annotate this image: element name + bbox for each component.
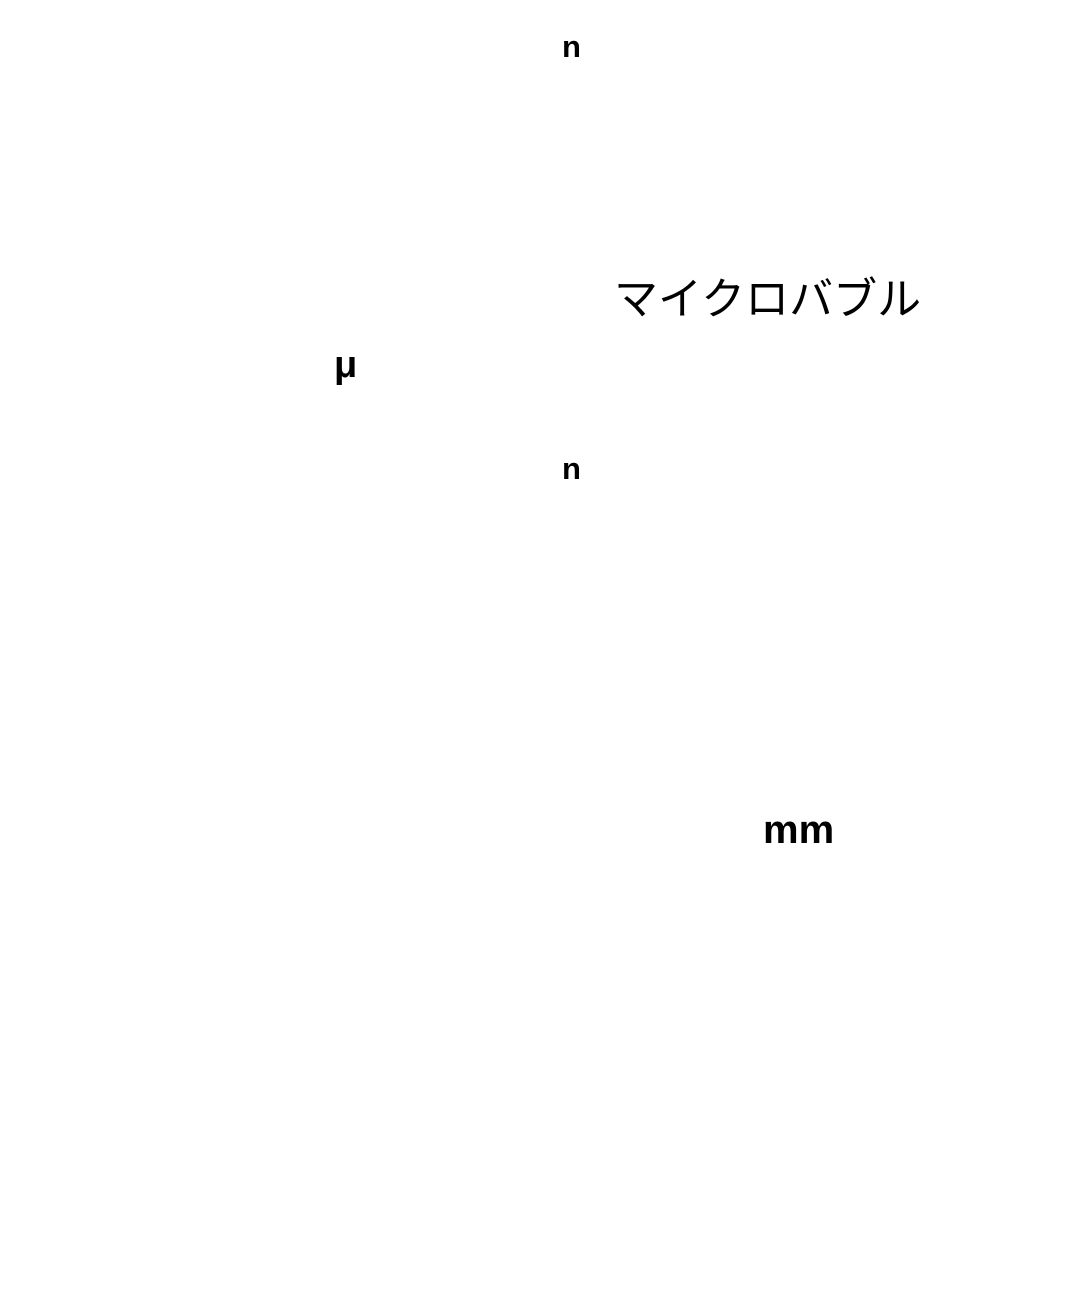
- label-microbubble: マイクロバブル: [614, 274, 922, 325]
- label-n-top: n: [562, 29, 581, 64]
- label-unit-mm: mm: [763, 808, 835, 852]
- label-mu: μ: [334, 344, 358, 386]
- label-n-middle: n: [562, 451, 581, 486]
